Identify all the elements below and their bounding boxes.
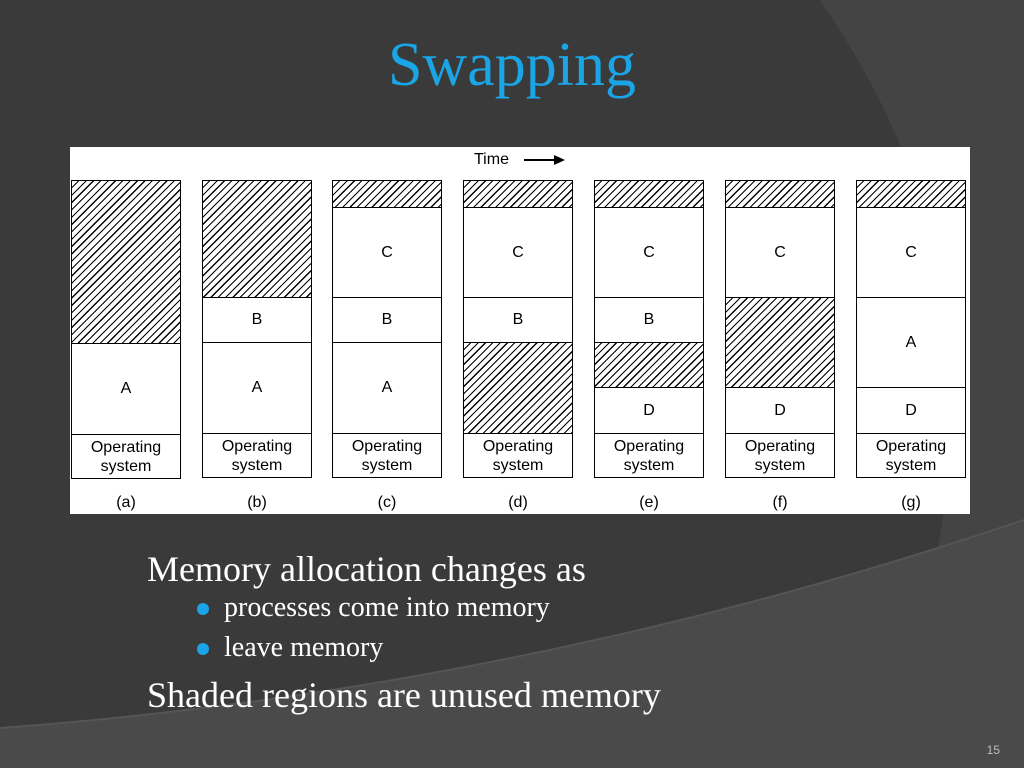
column-label: (c) [377,494,397,511]
bullet-text: leave memory [224,632,384,663]
process-label: C [905,243,917,261]
process-region: D [856,387,966,434]
page-number: 15 [986,743,1000,757]
process-label: A [120,380,132,397]
unused-memory-region [594,180,704,208]
process-label: C [643,243,655,261]
column-label: (d) [508,494,528,511]
unused-memory-region [463,180,573,208]
time-arrow-icon [524,155,565,165]
process-label: A [381,379,393,396]
bullet-item-1: processes come into memory [193,592,661,632]
unused-memory-region [594,342,704,388]
process-label: C [512,243,524,261]
unused-memory-region [332,180,442,208]
body-line-1: Memory allocation changes as [147,549,586,589]
process-region: C [856,207,966,298]
process-region: C [332,207,442,298]
column-label: (g) [901,494,921,511]
process-label: D [905,401,917,419]
process-label: A [251,379,263,396]
time-label: Time [474,151,509,168]
process-label: C [381,243,393,261]
unused-memory-region [856,180,966,208]
process-region: C [594,207,704,298]
slide-title: Swapping [388,31,636,99]
column-label: (b) [247,494,267,511]
column-label: (a) [116,494,136,511]
process-label: B [512,311,524,328]
process-region: A [856,297,966,388]
process-region: A [202,342,312,434]
process-label: D [643,401,655,419]
process-label: D [774,401,786,419]
column-label: (e) [639,494,659,511]
process-label: B [381,311,393,328]
unused-memory-region [71,180,181,344]
process-region: D [594,387,704,434]
process-region: B [463,297,573,343]
process-label: B [251,311,263,328]
process-region: C [463,207,573,298]
slide-body: Memory allocation changes as processes c… [147,548,661,716]
process-region: A [71,343,181,435]
bullet-dot-icon [197,643,209,655]
unused-memory-region [202,180,312,298]
process-region: A [332,342,442,434]
unused-memory-region [725,180,835,208]
bullet-dot-icon [197,603,209,615]
bullet-text: processes come into memory [224,592,550,623]
process-region: B [594,297,704,343]
process-region: C [725,207,835,298]
process-region: B [332,297,442,343]
process-region: B [202,297,312,343]
process-label: C [774,243,786,261]
body-line-2: Shaded regions are unused memory [147,675,661,715]
unused-memory-region [725,297,835,388]
unused-memory-region [463,342,573,434]
process-label: A [905,333,917,351]
process-region: D [725,387,835,434]
process-label: B [643,311,655,328]
column-label: (f) [772,494,788,511]
bullet-item-2: leave memory [193,632,661,672]
